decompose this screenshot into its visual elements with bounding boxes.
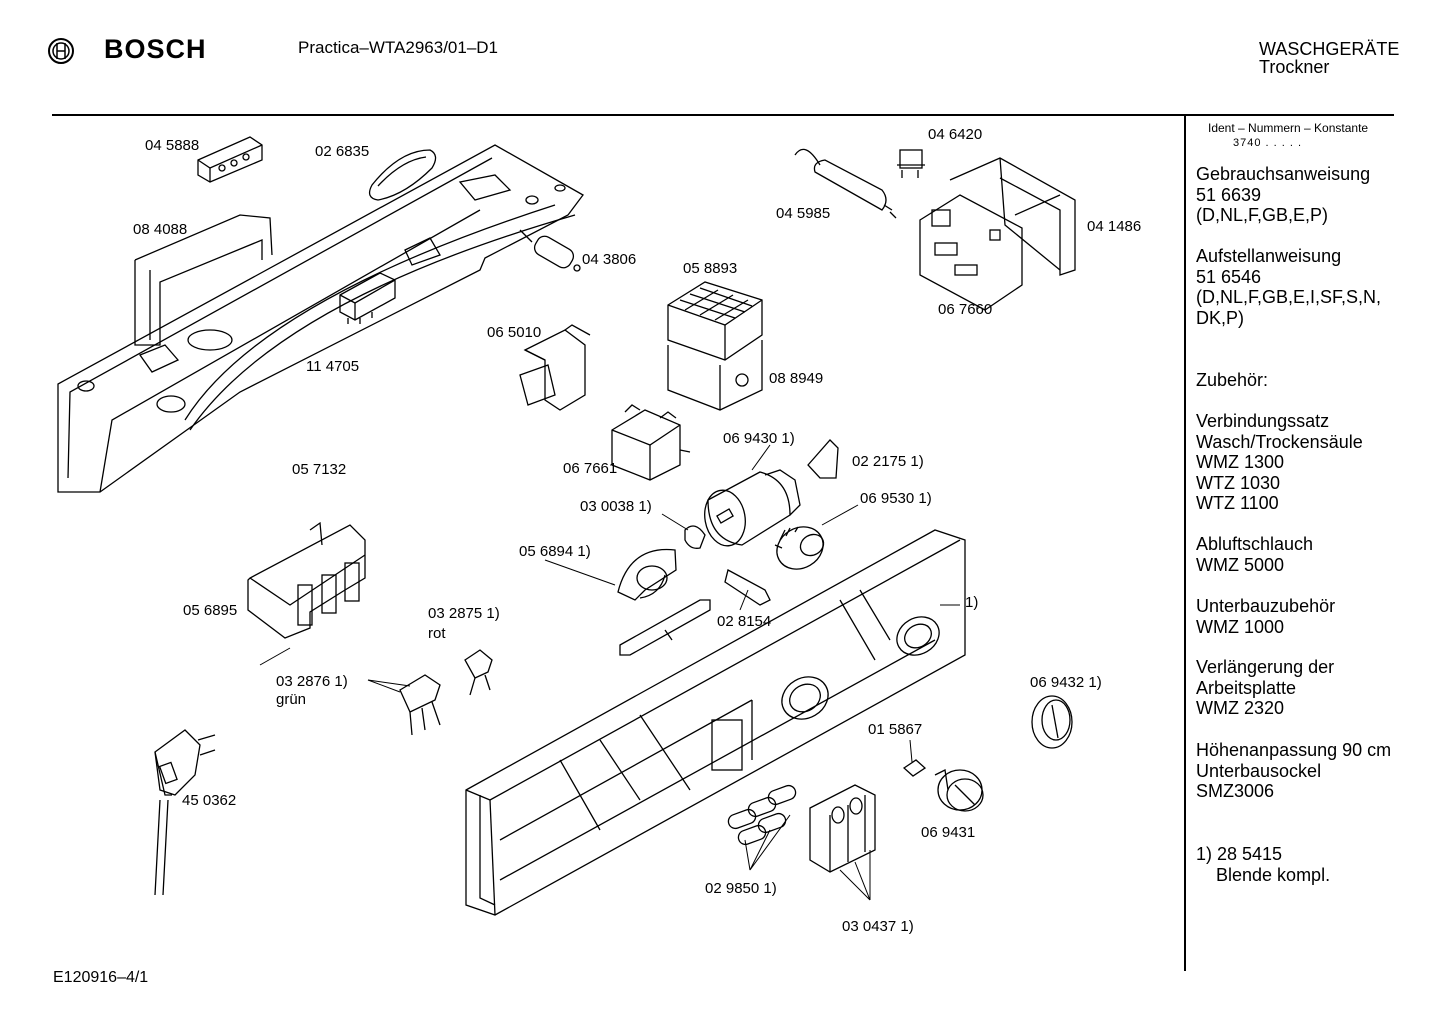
terminal-045888 — [197, 136, 263, 183]
leader-lines — [259, 444, 960, 901]
control-panel-fascia — [465, 529, 966, 916]
sidebar-section: Unterbauzubehör WMZ 1000 — [1196, 596, 1336, 637]
part-label: 04 5888 — [145, 137, 200, 154]
sidebar-section: Verbindungssatz Wasch/Trockensäule WMZ 1… — [1196, 411, 1363, 513]
connector-057132 — [339, 272, 396, 324]
brand-logo-text: BOSCH — [104, 34, 207, 64]
clip-030038 — [684, 525, 706, 549]
part-label-note: grün — [276, 691, 307, 708]
sidebar-section: Aufstellanweisung 51 6546 (D,NL,F,GB,E,I… — [1196, 246, 1382, 328]
bracket-041486 — [949, 157, 1076, 276]
part-label: 03 2876 1) — [276, 673, 348, 690]
category-title: WASCHGERÄTE — [1259, 39, 1400, 59]
part-046420 — [897, 149, 925, 178]
sidebar-section: Gebrauchsanweisung 51 6639 (D,NL,F,GB,E,… — [1196, 164, 1371, 225]
part-label: 1) — [965, 594, 979, 611]
ident-value: 3740 . . . . . — [1233, 137, 1303, 149]
part-label: 08 8949 — [769, 370, 824, 387]
knob-069432 — [1031, 695, 1073, 749]
part-label: 05 8893 — [683, 260, 738, 277]
switch-067661 — [611, 404, 691, 481]
sidebar-footnote: 1) 28 5415 Blende kompl. — [1196, 844, 1331, 885]
part-label: 11 4705 — [306, 358, 360, 375]
plug-032876 — [399, 674, 441, 736]
holder-056895 — [247, 521, 366, 639]
part-label: 04 6420 — [928, 126, 983, 143]
sidebar-section: Höhenanpassung 90 cm Unterbausockel SMZ3… — [1196, 740, 1392, 801]
part-label: 45 0362 — [182, 792, 237, 809]
springs-029850 — [727, 784, 797, 846]
capacitor-043806 — [519, 229, 581, 272]
pcb-067660 — [919, 194, 1023, 311]
part-label: 06 9430 1) — [723, 430, 795, 447]
slider-bar — [619, 599, 711, 656]
gear-069530 — [774, 526, 825, 570]
sidebar-divider — [1184, 116, 1186, 971]
part-label: 03 0437 1) — [842, 918, 914, 935]
rod-028154 — [724, 569, 771, 606]
part-label: 06 9432 1) — [1030, 674, 1102, 691]
buttons-030437 — [809, 784, 876, 873]
header-divider — [52, 114, 1394, 116]
plug-032875 — [464, 649, 493, 696]
knob-069431 — [934, 769, 984, 812]
part-label: 06 9431 — [921, 824, 976, 841]
category-subtitle: Trockner — [1259, 57, 1330, 77]
part-label: 02 6835 — [315, 143, 370, 160]
housing-114705 — [57, 144, 584, 493]
drawing-id: E120916–4/1 — [53, 969, 149, 986]
part-label: 03 0038 1) — [580, 498, 652, 515]
timer-058893 — [667, 281, 763, 411]
part-label: 04 1486 — [1087, 218, 1142, 235]
motor-069430 — [704, 469, 801, 547]
part-label: 04 3806 — [582, 251, 637, 268]
part-label: 06 9530 1) — [860, 490, 932, 507]
part-label: 06 7661 — [563, 460, 618, 477]
gasket-026835 — [368, 149, 437, 201]
part-label: 05 7132 — [292, 461, 347, 478]
part-label: 03 2875 1) — [428, 605, 500, 622]
mains-cable-450362 — [154, 729, 216, 896]
part-label: 05 6894 1) — [519, 543, 591, 560]
part-label: 06 7660 — [938, 301, 993, 318]
gear-056894 — [617, 548, 677, 601]
part-label: 05 6895 — [183, 602, 238, 619]
sidebar-section: Abluftschlauch WMZ 5000 — [1196, 534, 1314, 575]
part-label: 08 4088 — [133, 221, 188, 238]
part-022175 — [807, 439, 839, 479]
part-label: 04 5985 — [776, 205, 831, 222]
part-label: 06 5010 — [487, 324, 542, 341]
switch-065010 — [519, 324, 591, 411]
part-label-note: rot — [428, 625, 446, 642]
part-label: 02 8154 — [717, 613, 772, 630]
part-label: 01 5867 — [868, 721, 923, 738]
part-015867 — [902, 759, 927, 777]
bosch-logo-icon — [48, 38, 74, 64]
bracket-084088 — [134, 214, 273, 346]
model-number: Practica–WTA2963/01–D1 — [298, 38, 499, 57]
capacitor-045985 — [794, 148, 897, 219]
part-label: 02 9850 1) — [705, 880, 777, 897]
sidebar-section: Verlängerung der Arbeitsplatte WMZ 2320 — [1196, 657, 1335, 718]
part-label: 02 2175 1) — [852, 453, 924, 470]
sidebar-section: Zubehör: — [1196, 370, 1269, 390]
ident-title: Ident – Nummern – Konstante — [1208, 121, 1369, 135]
